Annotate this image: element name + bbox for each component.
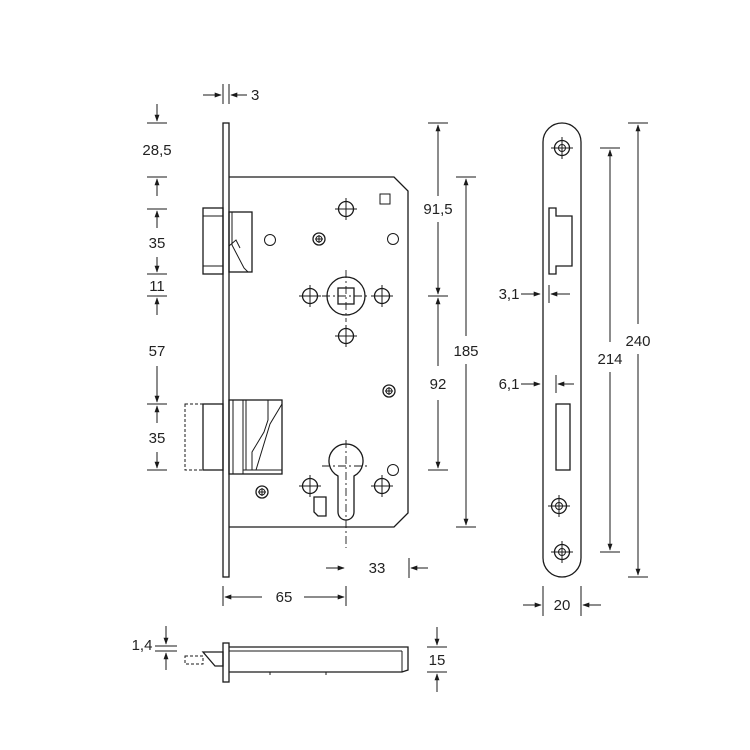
bottom-view — [184, 642, 409, 683]
left-dimension-chain — [147, 104, 167, 471]
backset-dim — [222, 586, 347, 606]
mounting-holes — [299, 198, 393, 497]
strike-hole-bottom — [551, 541, 573, 563]
bottom-latch — [201, 651, 224, 667]
dim-strike-offset-2: 6,1 — [499, 376, 520, 393]
dim-case-height: 185 — [453, 343, 478, 360]
bottom-faceplate — [222, 642, 230, 683]
dim-bolt-height: 35 — [149, 430, 166, 447]
hole-right-top — [387, 233, 399, 245]
dim-gap-mid: 57 — [149, 343, 166, 360]
hole-right-bottom — [387, 464, 399, 476]
latch-bolt — [202, 207, 253, 275]
strike-plate — [542, 122, 582, 578]
strike-dims — [521, 122, 648, 616]
dim-case-depth: 15 — [429, 652, 446, 669]
dim-faceplate-thickness: 3 — [251, 87, 259, 104]
bottom-bolt-dashed — [184, 655, 204, 665]
case-square-marker — [379, 193, 391, 205]
dim-top-offset: 28,5 — [142, 142, 171, 159]
cylinder-offset-dim — [326, 558, 428, 578]
dim-strike-width: 20 — [554, 597, 571, 614]
dim-latch-height: 35 — [149, 235, 166, 252]
cylinder-cutout — [313, 440, 370, 548]
strike-plate-view — [542, 122, 582, 578]
dim-backset: 65 — [276, 589, 293, 606]
faceplate-thickness-dim — [203, 84, 247, 104]
dim-inner-length: 214 — [597, 351, 622, 368]
hole-left-top — [264, 234, 276, 246]
strike-latch-opening — [548, 207, 573, 275]
dim-cylinder-offset: 33 — [369, 560, 386, 577]
spindle-hub — [322, 270, 370, 322]
dim-total-length: 240 — [625, 333, 650, 350]
screws — [255, 232, 396, 499]
lock-case — [229, 176, 409, 528]
dim-gap-small: 11 — [149, 278, 165, 295]
dim-strike-offset-1: 3,1 — [499, 286, 520, 303]
front-view — [184, 122, 409, 578]
strike-bolt-opening — [555, 403, 571, 471]
front-right-dims — [428, 122, 476, 528]
bottom-dims — [155, 626, 447, 692]
bottom-case — [229, 646, 409, 673]
dead-bolt — [184, 399, 283, 475]
faceplate — [222, 122, 230, 578]
strike-hole-top — [551, 137, 573, 159]
strike-hole-mid — [548, 495, 570, 517]
dim-spindle-offset: 91,5 — [423, 201, 452, 218]
dim-center-distance: 92 — [430, 376, 447, 393]
dim-plate-thickness: 1,4 — [132, 637, 153, 654]
